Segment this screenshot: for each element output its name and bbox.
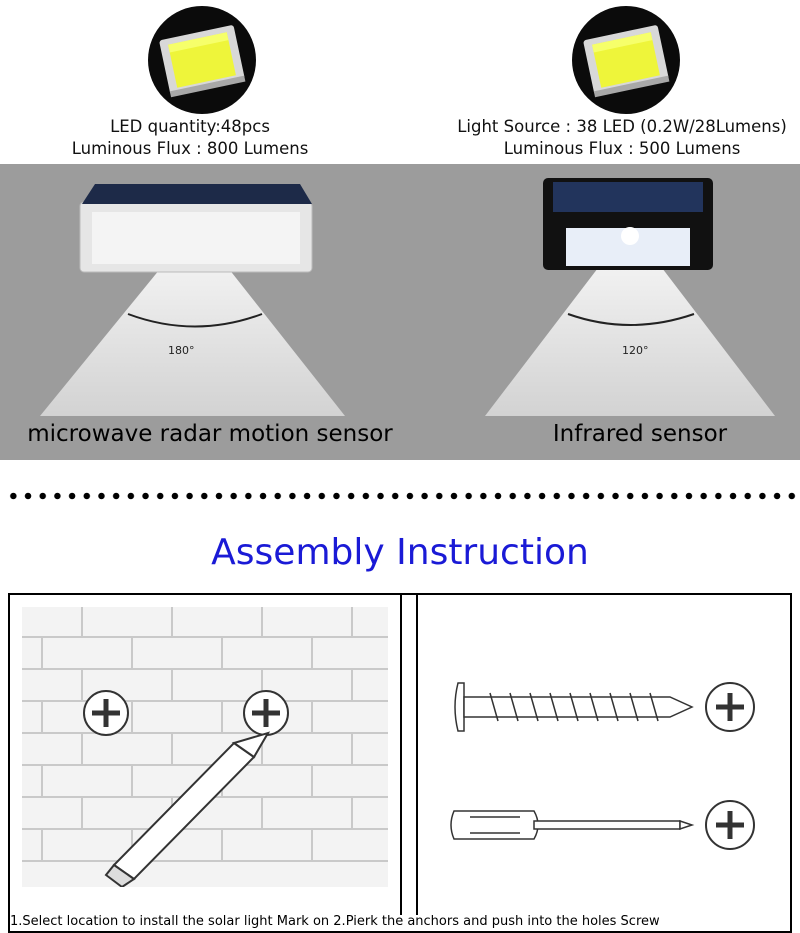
wall-screw-icon: [705, 682, 755, 732]
infrared-lamp-icon: [543, 178, 713, 270]
led-spec-right: Light Source : 38 LED (0.2W/28Lumens) Lu…: [432, 116, 800, 160]
sensor-label-left: microwave radar motion sensor: [27, 421, 393, 447]
led-spec-line: LED quantity:48pcs: [110, 117, 270, 136]
led-spec-line: Luminous Flux : 800 Lumens: [71, 139, 309, 158]
screw-mark-icon: [243, 690, 289, 736]
led-spec-left: LED quantity:48pcs Luminous Flux : 800 L…: [40, 116, 340, 160]
angle-label-right: 120°: [622, 344, 649, 357]
assembly-caption: 1.Select location to install the solar l…: [10, 914, 660, 929]
box-divider: [400, 595, 418, 915]
section-heading: Assembly Instruction: [211, 532, 589, 573]
wall-screw-icon: [705, 800, 755, 850]
sensor-panel: 180° 120° microwave radar motion sensor …: [0, 164, 800, 460]
led-chip-icon: [148, 6, 256, 114]
led-spec-line: Luminous Flux : 500 Lumens: [503, 139, 741, 158]
sensor-label-right: Infrared sensor: [552, 421, 728, 447]
pencil-icon: [104, 731, 271, 887]
angle-label-left: 180°: [168, 344, 195, 357]
led-spec-line: Light Source : 38 LED (0.2W/28Lumens): [457, 117, 787, 136]
led-chip-icon: [572, 6, 680, 114]
assembly-box: [8, 593, 792, 933]
dotted-divider: [6, 490, 796, 502]
radar-lamp-icon: [79, 184, 313, 273]
tools-illustration: [450, 682, 755, 850]
screw-mark-icon: [83, 690, 129, 736]
wall-illustration: [22, 607, 388, 887]
screwdriver-icon: [450, 810, 695, 840]
screw-icon: [454, 682, 694, 732]
